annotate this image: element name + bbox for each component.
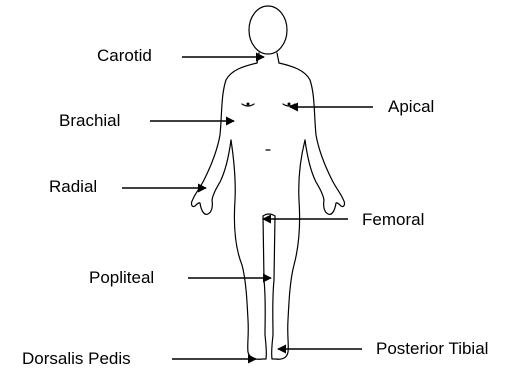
carotid-label: Carotid: [97, 46, 152, 66]
dorsalis-pedis-label: Dorsalis Pedis: [22, 349, 131, 369]
popliteal-label: Popliteal: [89, 268, 154, 288]
right-arm-outline: [279, 63, 344, 214]
crotch-outline: [263, 214, 275, 216]
body-outline: [192, 6, 345, 359]
right-leg-outline: [272, 140, 305, 359]
right-nipple: [288, 103, 290, 105]
head-outline: [249, 6, 287, 54]
neck-right: [277, 53, 279, 63]
brachial-label: Brachial: [59, 111, 120, 131]
left-arm-outline: [192, 63, 257, 214]
neck-left: [257, 53, 259, 63]
left-leg-outline: [231, 140, 266, 359]
left-nipple: [247, 103, 249, 105]
radial-label: Radial: [49, 177, 97, 197]
posterior-tibial-label: Posterior Tibial: [376, 339, 488, 359]
femoral-label: Femoral: [362, 210, 424, 230]
apical-label: Apical: [388, 97, 434, 117]
